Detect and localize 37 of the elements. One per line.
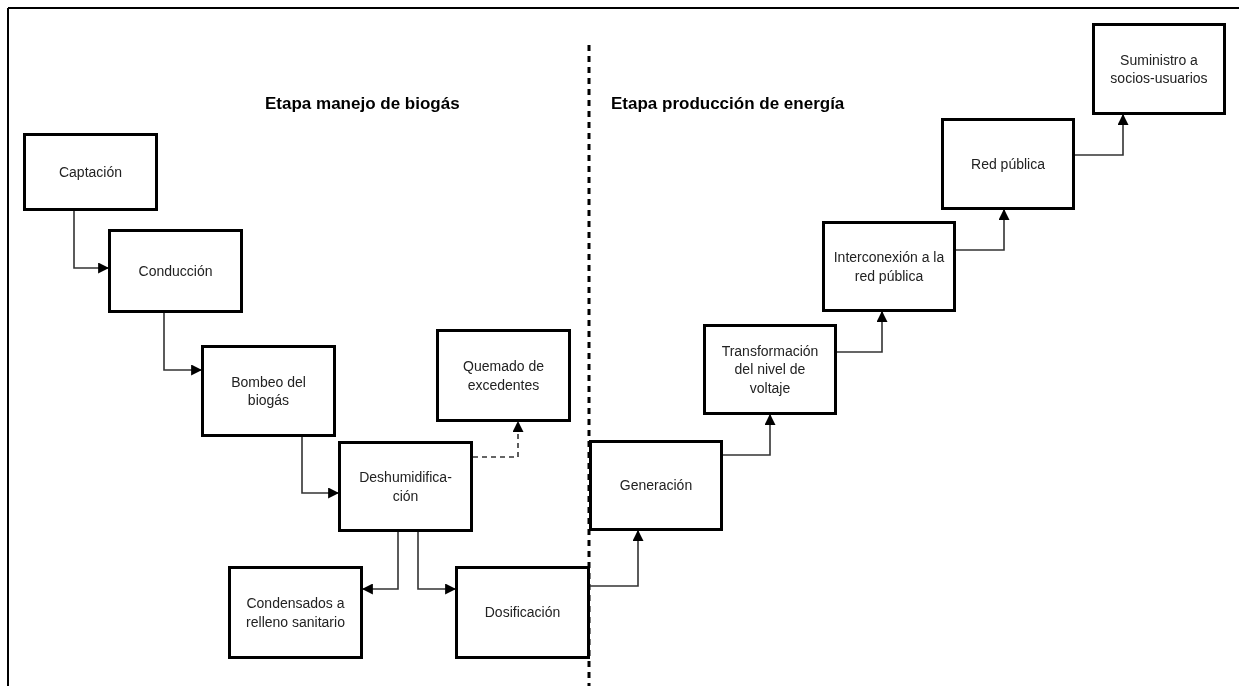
box-label: Interconexión a la red pública (833, 248, 945, 285)
box-label: Bombeo del biogás (230, 372, 307, 410)
process-box (822, 221, 956, 312)
box-label: Transformación del nivel de voltaje (720, 342, 820, 397)
box-label: Captación (58, 162, 122, 182)
box-label: Quemado de excedentes (462, 357, 545, 394)
box-label: Condensados a relleno sanitario (245, 594, 346, 631)
box-label: Conducción (138, 261, 213, 281)
arrow (73, 210, 110, 274)
arrow (836, 310, 888, 353)
process-box (941, 118, 1075, 210)
section-heading: Etapa manejo de biogás (265, 94, 460, 114)
arrow (722, 413, 776, 456)
box-label: Suministro a socios-usuarios (1109, 50, 1209, 88)
box-label: Deshumidifica- ción (358, 468, 453, 505)
box-label: Red pública (971, 154, 1045, 174)
arrow (955, 208, 1010, 251)
process-box (23, 133, 158, 211)
process-box (338, 441, 473, 532)
arrow (589, 529, 644, 587)
box-label: Dosificación (484, 603, 561, 622)
arrow (301, 436, 340, 499)
process-box (589, 440, 723, 531)
process-box (228, 566, 363, 659)
arrow (163, 312, 203, 376)
process-box (108, 229, 243, 313)
box-label: Generación (619, 476, 693, 495)
process-box (1092, 23, 1226, 115)
process-box (436, 329, 571, 422)
arrow (472, 420, 524, 458)
process-box (201, 345, 336, 437)
arrow (361, 531, 399, 595)
process-box (455, 566, 590, 659)
arrow (417, 531, 457, 595)
process-box (703, 324, 837, 415)
section-heading: Etapa producción de energía (611, 94, 845, 114)
arrow (1074, 113, 1129, 156)
